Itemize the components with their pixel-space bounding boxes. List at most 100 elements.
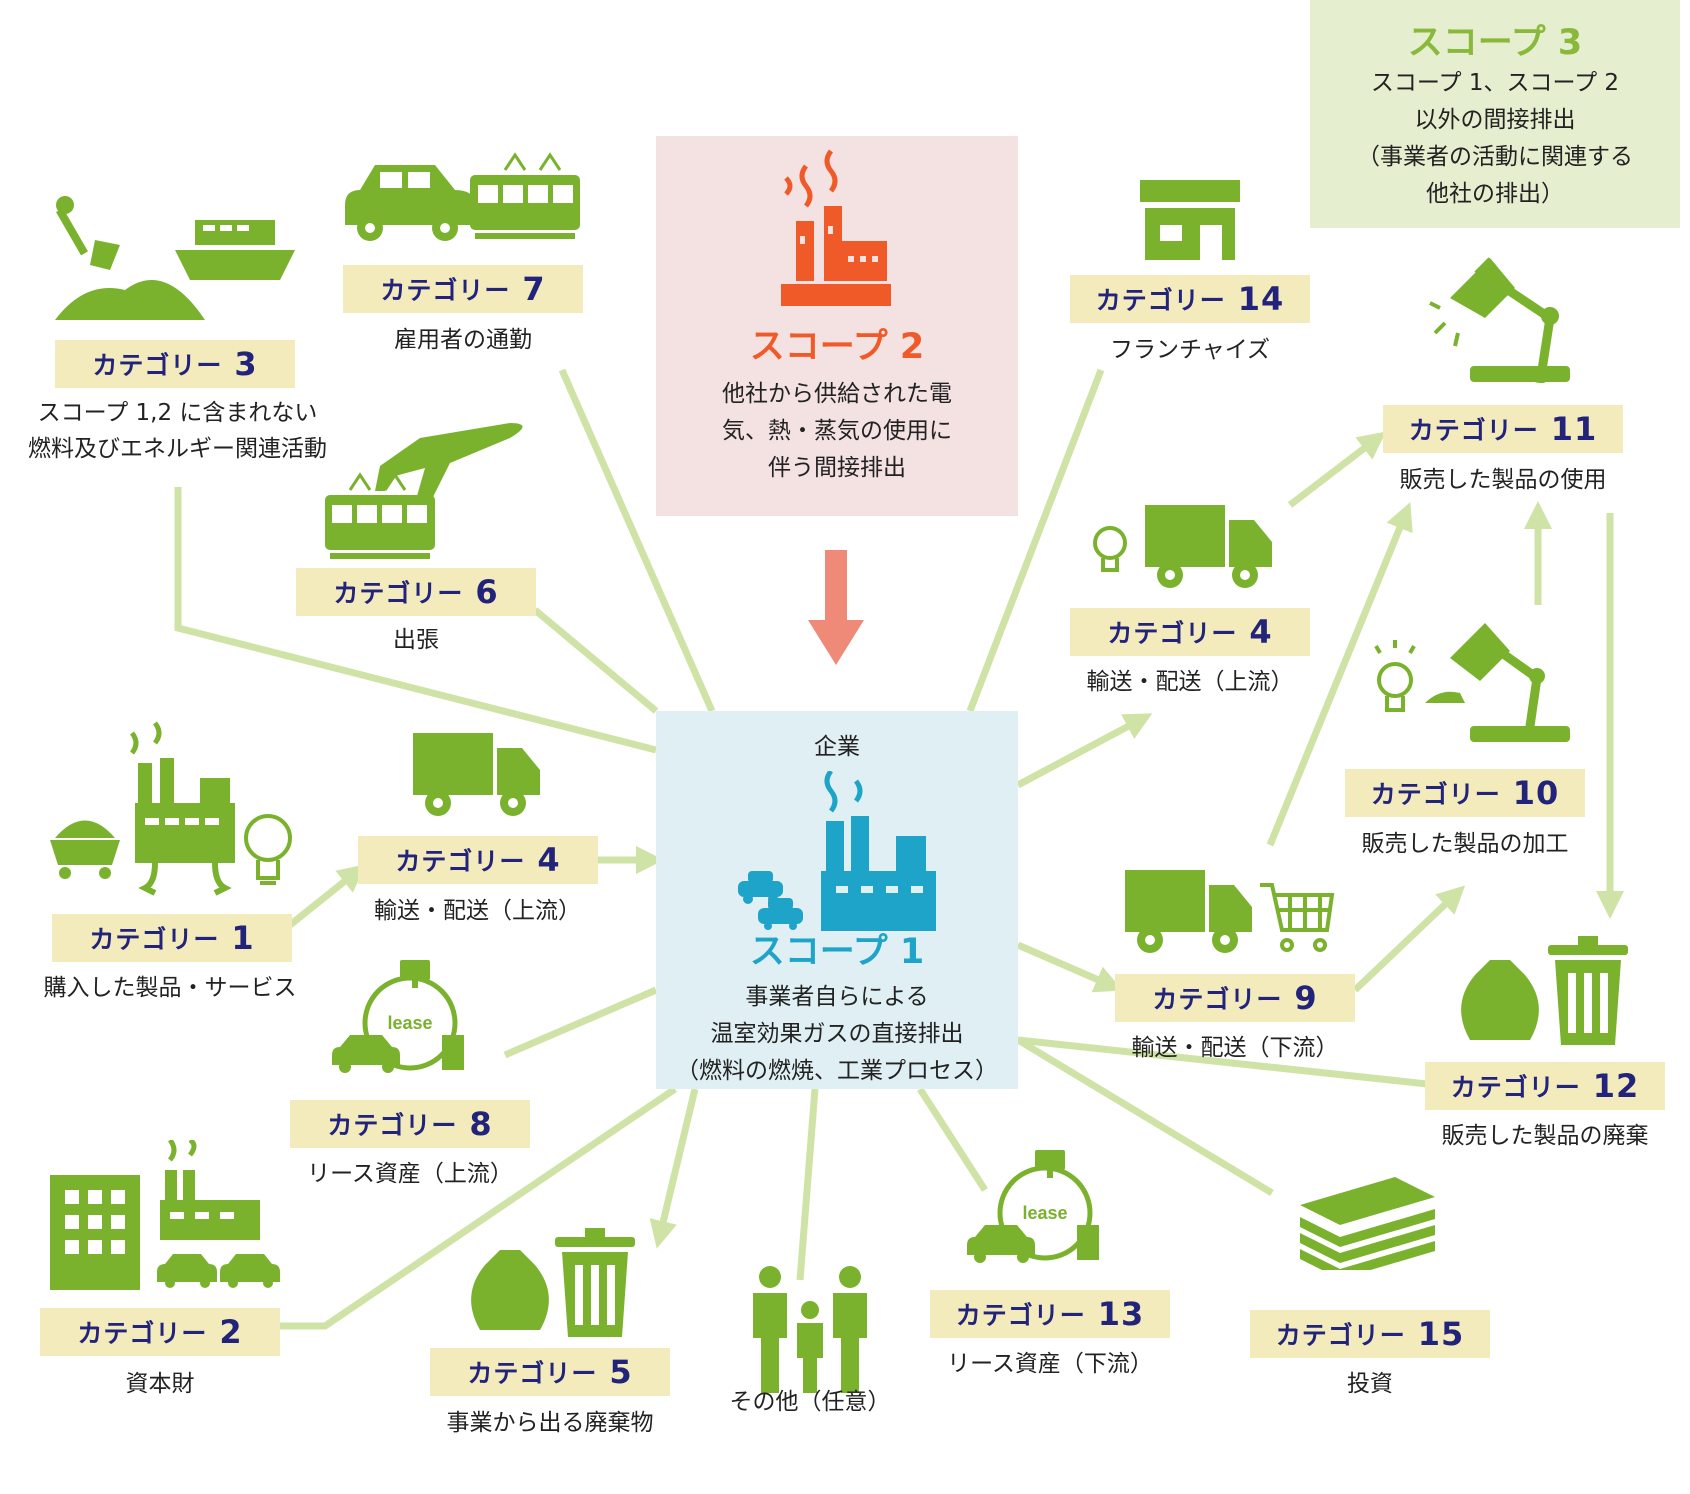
category-number: 13 — [1097, 1295, 1145, 1333]
arrow-scope1-to-cat4d — [1016, 713, 1153, 789]
lease-label: lease — [387, 1013, 432, 1033]
category-label: カテゴリー — [327, 1111, 458, 1140]
building-and-factory-icon — [50, 1140, 280, 1290]
category-number: 5 — [609, 1353, 633, 1391]
category-badge-8: カテゴリー 8 — [290, 1100, 530, 1148]
category-4-upstream-desc: 輸送・配送（上流） — [374, 898, 581, 924]
factory-and-materials-icon — [50, 721, 292, 896]
car-icon — [758, 898, 803, 930]
category-number: 3 — [234, 345, 258, 383]
category-badge-13: カテゴリー 13 — [930, 1290, 1170, 1338]
category-12-desc: 販売した製品の廃棄 — [1441, 1123, 1649, 1149]
truck-and-cart-icon — [1125, 870, 1335, 953]
category-5-desc: 事業から出る廃棄物 — [446, 1410, 654, 1436]
category-10-desc: 販売した製品の加工 — [1361, 831, 1569, 857]
lease-label: lease — [1022, 1203, 1067, 1223]
line-cat3 — [174, 487, 657, 754]
scope3-desc-4: 他社の排出） — [1426, 181, 1564, 207]
category-13-desc: リース資産（下流） — [947, 1351, 1153, 1377]
category-9-desc: 輸送・配送（下流） — [1131, 1035, 1339, 1061]
category-badge-9: カテゴリー 9 — [1115, 974, 1355, 1022]
category-badge-7: カテゴリー 7 — [343, 265, 583, 313]
arrow-cat4d-to-cat11 — [1287, 431, 1387, 508]
factory-icon — [738, 771, 936, 931]
family-icon — [753, 1266, 867, 1393]
category-label: カテゴリー — [380, 276, 511, 305]
scope2-desc-2: 気、熱・蒸気の使用に — [722, 418, 952, 444]
scope1-title: スコープ 1 — [749, 932, 925, 972]
category-number: 10 — [1512, 774, 1560, 812]
lightbulb-icon — [244, 814, 292, 885]
line-cat8 — [503, 986, 658, 1059]
garbage-bag-and-trash-can-icon — [471, 1228, 635, 1337]
scope3-desc-1: スコープ 1、スコープ 2 — [1370, 70, 1620, 96]
category-number: 7 — [522, 270, 546, 308]
category-badge-5: カテゴリー 5 — [430, 1348, 670, 1396]
airplane-and-tram-icon — [325, 423, 523, 559]
category-badge-10: カテゴリー 10 — [1345, 769, 1585, 817]
category-label: カテゴリー — [955, 1301, 1086, 1330]
scope2-desc-1: 他社から供給された電 — [722, 381, 952, 407]
lightbulb-and-desk-lamp-icon — [1374, 623, 1570, 742]
scope1-desc-3: （燃料の燃焼、工業プロセス） — [676, 1058, 998, 1084]
scope1-desc-1: 事業者自らによる — [745, 984, 929, 1010]
scope2-desc-3: 伴う間接排出 — [768, 455, 906, 481]
category-number: 14 — [1237, 280, 1285, 318]
category-label: カテゴリー — [1152, 985, 1283, 1014]
category-number: 8 — [469, 1105, 493, 1143]
scope3-title: スコープ 3 — [1407, 23, 1583, 63]
category-label: カテゴリー — [1107, 619, 1238, 648]
category-3-desc-2: 燃料及びエネルギー関連活動 — [28, 436, 327, 462]
arrow-cat5 — [649, 1088, 699, 1249]
category-6-desc: 出張 — [393, 627, 439, 653]
line-cat13 — [917, 1087, 988, 1192]
line-other — [796, 1088, 819, 1281]
lease-icon: lease — [967, 1150, 1099, 1263]
scope1-company-label: 企業 — [814, 734, 860, 760]
line-cat15 — [1016, 1037, 1274, 1196]
category-label: カテゴリー — [1275, 1321, 1406, 1350]
category-number: 12 — [1592, 1067, 1640, 1105]
category-number: 4 — [1249, 613, 1273, 651]
category-4-right-desc: 輸送・配送（上流） — [1086, 669, 1294, 695]
category-number: 2 — [219, 1313, 243, 1351]
arrow-scope1-to-cat9 — [1016, 941, 1123, 993]
category-2-desc: 資本財 — [125, 1371, 195, 1397]
shopping-cart-icon — [1260, 883, 1335, 952]
car-and-tram-icon — [345, 152, 580, 241]
category-label: カテゴリー — [467, 1359, 598, 1388]
category-3-desc-1: スコープ 1,2 に含まれない — [37, 400, 318, 426]
other-optional-desc: その他（任意） — [729, 1389, 891, 1415]
category-label: カテゴリー — [333, 579, 464, 608]
category-label: カテゴリー — [1408, 416, 1539, 445]
category-label: カテゴリー — [1370, 780, 1501, 809]
category-8-desc: リース資産（上流） — [307, 1161, 513, 1187]
truck-icon — [413, 733, 540, 816]
category-label: カテゴリー — [77, 1319, 208, 1348]
category-7-desc: 雇用者の通勤 — [394, 327, 532, 353]
category-label: カテゴリー — [89, 925, 220, 954]
category-1-desc: 購入した製品・サービス — [43, 975, 297, 1001]
money-stack-icon — [1300, 1177, 1435, 1270]
category-label: カテゴリー — [1450, 1073, 1581, 1102]
category-badge-11: カテゴリー 11 — [1383, 405, 1623, 453]
category-number: 11 — [1550, 410, 1598, 448]
category-14-desc: フランチャイズ — [1109, 337, 1271, 363]
line-cat2 — [280, 1086, 677, 1330]
category-badge-4-right: カテゴリー 4 — [1070, 608, 1310, 656]
lease-icon: lease — [332, 960, 464, 1073]
desk-lamp-icon — [1429, 257, 1570, 383]
lightbulb-and-truck-icon — [1093, 505, 1272, 588]
scope3-desc-2: 以外の間接排出 — [1414, 107, 1576, 133]
category-number: 9 — [1294, 979, 1318, 1017]
garbage-bag-and-trash-can-icon — [1461, 936, 1628, 1045]
arrow-cat9-to-cat10 — [1352, 885, 1466, 993]
category-badge-2: カテゴリー 2 — [40, 1308, 280, 1356]
